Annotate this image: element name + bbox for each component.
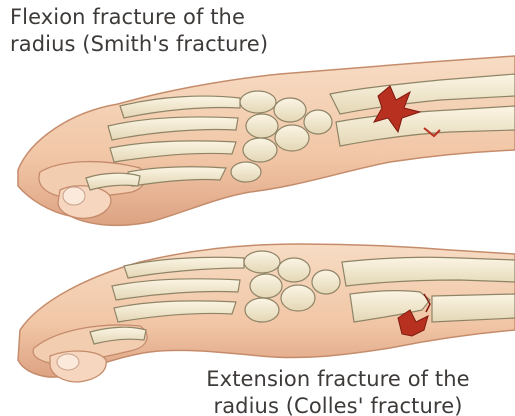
- smiths-caption-line-1: Flexion fracture of the: [10, 4, 268, 31]
- hand-colles-fracture: [18, 244, 515, 382]
- smiths-caption-line-2: radius (Smith's fracture): [10, 31, 268, 58]
- hand-smiths-fracture: [18, 56, 515, 225]
- colles-fracture-caption: Extension fracture of the radius (Colles…: [173, 366, 503, 416]
- bottom-thumbnail: [57, 354, 79, 370]
- colles-caption-line-1: Extension fracture of the: [173, 366, 503, 393]
- colles-caption-line-2: radius (Colles' fracture): [173, 393, 503, 416]
- smiths-fracture-caption: Flexion fracture of the radius (Smith's …: [10, 4, 268, 58]
- top-thumbnail: [63, 187, 85, 205]
